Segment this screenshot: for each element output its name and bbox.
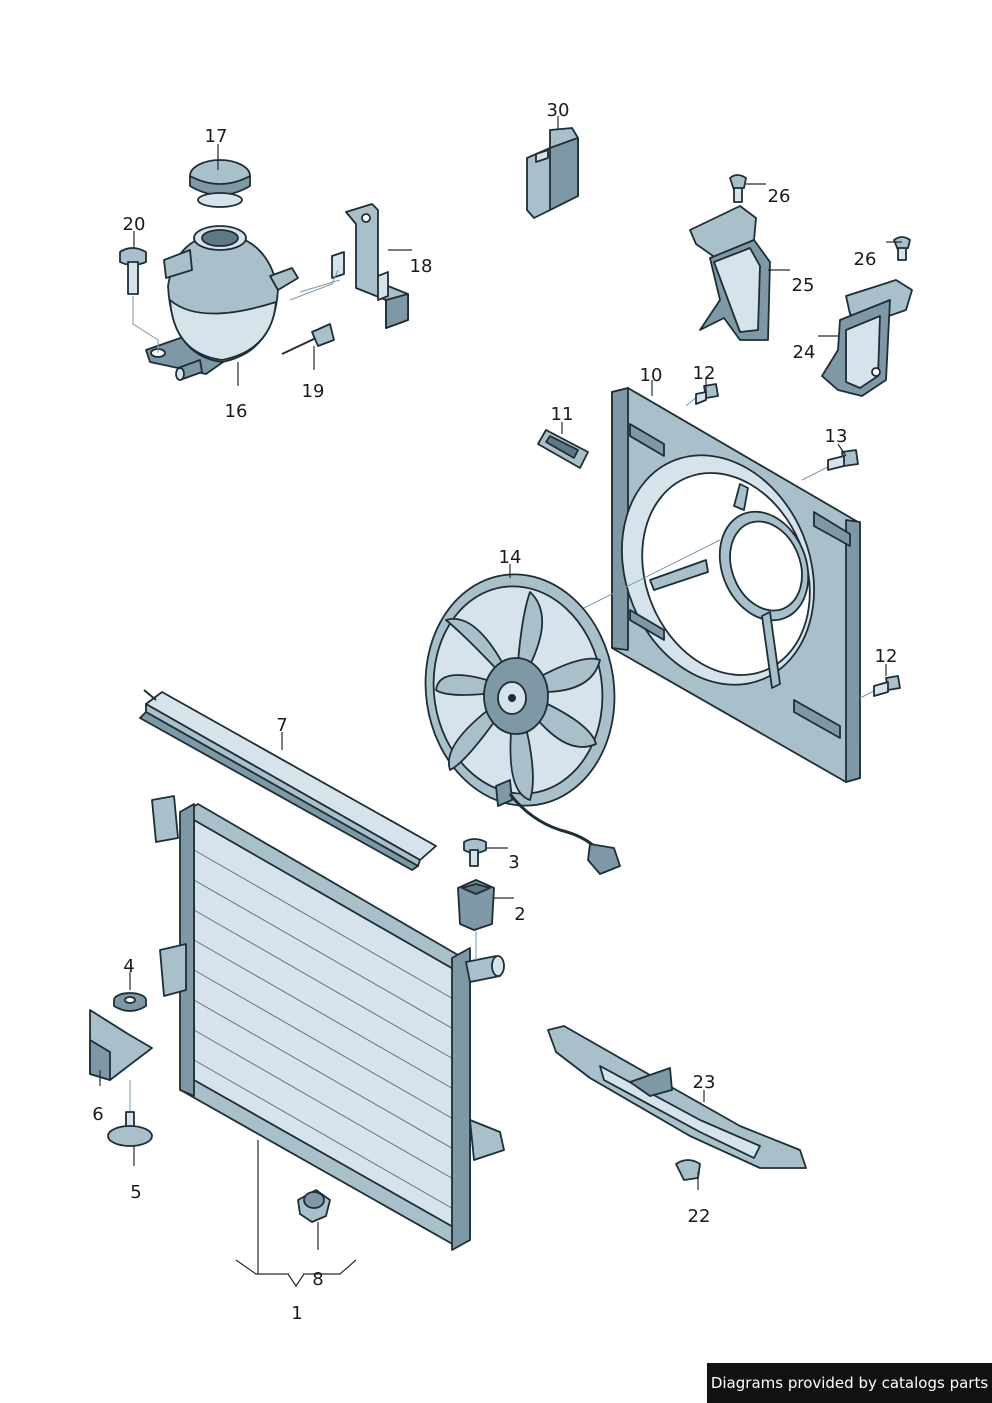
callout-1: 1 (291, 1303, 302, 1324)
part-8-drain-plug (297, 1189, 331, 1223)
part-24-bracket (821, 279, 913, 397)
callout-30: 30 (547, 100, 570, 121)
callout-2: 2 (514, 904, 525, 925)
part-2-rubber-mount (457, 879, 495, 931)
callout-8: 8 (312, 1269, 323, 1290)
callout-18: 18 (410, 256, 433, 277)
leader-lines (99, 116, 902, 1288)
callout-13: 13 (825, 426, 848, 447)
callout-12a: 12 (693, 363, 716, 384)
callout-26b: 26 (854, 249, 877, 270)
part-26-clip-a (729, 174, 747, 203)
callout-19: 19 (302, 381, 325, 402)
callout-3: 3 (508, 852, 519, 873)
radiator-fins (193, 849, 463, 1215)
part-1-radiator (151, 795, 505, 1251)
part-23-lower-air-guide (547, 1025, 807, 1169)
part-16-expansion-tank (145, 225, 299, 381)
part-10-fan-shroud (611, 387, 861, 783)
part-3-screw (463, 838, 487, 867)
callout-23: 23 (693, 1072, 716, 1093)
part-17-cap (189, 159, 251, 208)
callout-5: 5 (130, 1182, 141, 1203)
part-5-mount (107, 1111, 153, 1147)
part-4-bushing (113, 992, 147, 1012)
callout-6: 6 (92, 1104, 103, 1125)
callout-16: 16 (225, 401, 248, 422)
part-20-bolt (119, 247, 147, 295)
part-12-screw-a (695, 383, 719, 405)
callout-14: 14 (499, 547, 522, 568)
callout-17: 17 (205, 126, 228, 147)
callout-25: 25 (792, 275, 815, 296)
callout-22: 22 (688, 1206, 711, 1227)
part-19-rivet (281, 323, 335, 355)
part-11-seal (537, 429, 589, 469)
callout-numbers: 30 17 20 18 16 19 26 25 26 24 10 12 11 1… (92, 100, 897, 1324)
part-25-air-guide (689, 205, 771, 341)
callout-26a: 26 (768, 186, 791, 207)
callout-11: 11 (551, 404, 574, 425)
part-14-fan (424, 573, 621, 875)
part-26-clip-b (893, 236, 911, 261)
credit-text: Diagrams provided by catalogs parts (710, 1374, 989, 1392)
diagram-credit-banner: Diagrams provided by catalogs parts (707, 1363, 992, 1403)
callout-10: 10 (640, 365, 663, 386)
part-30-coolant-bottle (526, 127, 579, 219)
callout-20: 20 (123, 214, 146, 235)
part-6-bracket (89, 1009, 153, 1081)
part-13-screw (827, 449, 859, 471)
callout-4: 4 (123, 956, 134, 977)
part-12-screw-b (873, 675, 901, 697)
callout-7: 7 (276, 715, 287, 736)
callout-24: 24 (793, 342, 816, 363)
callout-12b: 12 (875, 646, 898, 667)
part-18-bracket (331, 203, 409, 329)
part-22-clip (675, 1159, 701, 1181)
part-7-seal-strip (139, 689, 437, 871)
